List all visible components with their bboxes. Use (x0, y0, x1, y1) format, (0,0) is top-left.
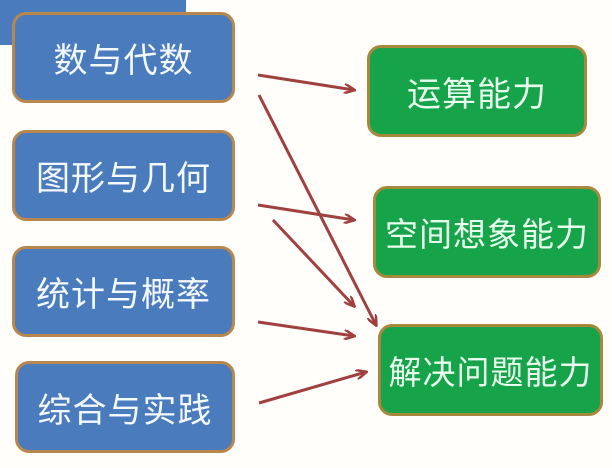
target-box-computation: 运算能力 (367, 45, 587, 137)
arrow-s2-t2 (257, 203, 354, 220)
source-box-statistics: 统计与概率 (12, 246, 235, 337)
source-box-geometry: 图形与几何 (12, 130, 235, 221)
arrow-s1-t1 (257, 73, 354, 90)
target-box-spatial: 空间想象能力 (373, 186, 601, 278)
arrow-s4-t3 (258, 372, 366, 405)
arrow-s1-t3 (257, 94, 376, 325)
arrow-s2-t3 (271, 218, 354, 306)
source-box-number-algebra: 数与代数 (12, 12, 235, 103)
source-box-practice: 综合与实践 (15, 361, 235, 453)
arrow-s3-t3 (257, 320, 354, 336)
target-box-problem-solving: 解决问题能力 (378, 324, 603, 416)
